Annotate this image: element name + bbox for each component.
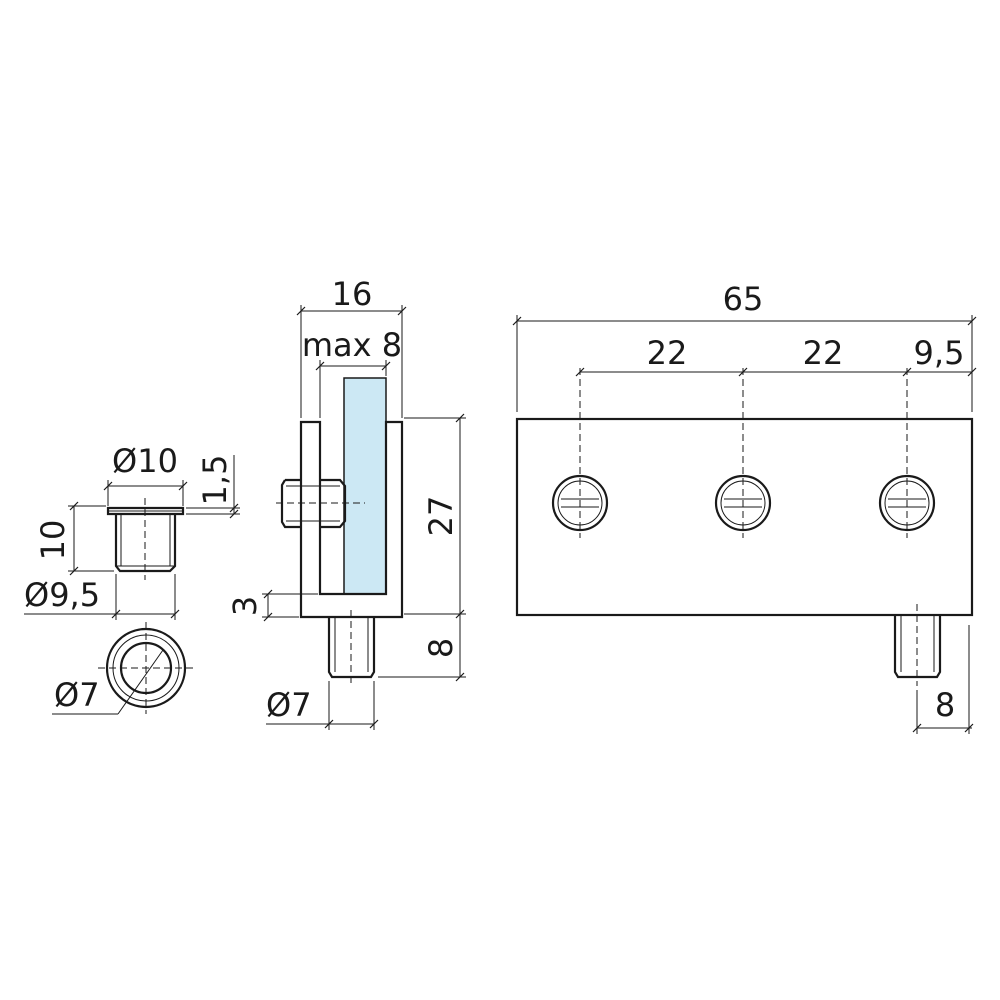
dim-bushing-outer-diameter: Ø10 bbox=[103, 442, 188, 506]
dim-bushing-flange-height: 1,5 bbox=[186, 455, 240, 519]
bushing-side-view bbox=[106, 498, 185, 580]
dim-base-offset: 3 bbox=[226, 589, 318, 622]
dim-hole-spacing: 22 22 9,5 bbox=[575, 334, 977, 377]
dim-side-width: 16 bbox=[296, 275, 407, 418]
clamp-side-view bbox=[276, 377, 404, 684]
label-bushing-outer-diameter: Ø10 bbox=[112, 442, 178, 480]
label-total-length: 65 bbox=[723, 280, 764, 318]
dim-bushing-bore-diameter: Ø7 bbox=[52, 649, 164, 715]
dim-side-pin-length: 8 bbox=[378, 614, 466, 682]
glass-panel bbox=[343, 377, 387, 595]
label-bushing-flange-height: 1,5 bbox=[196, 455, 234, 506]
dim-bushing-shank-diameter: Ø9,5 bbox=[24, 574, 180, 620]
dim-total-length: 65 bbox=[512, 280, 977, 412]
dim-glass-thickness: max 8 bbox=[302, 326, 402, 418]
label-side-pin-diameter: Ø7 bbox=[266, 686, 312, 724]
label-spacing-1: 22 bbox=[647, 334, 688, 372]
dim-side-pin-diameter: Ø7 bbox=[266, 681, 379, 730]
label-spacing-2: 22 bbox=[803, 334, 844, 372]
bushing-top-view bbox=[98, 622, 194, 714]
label-side-height: 27 bbox=[422, 496, 460, 537]
dim-front-pin-length: 8 bbox=[912, 625, 974, 734]
label-bushing-height: 10 bbox=[34, 520, 72, 561]
dim-side-height: 27 bbox=[404, 413, 466, 619]
label-front-pin-length: 8 bbox=[935, 686, 955, 724]
label-side-pin-length: 8 bbox=[422, 638, 460, 658]
label-base-offset: 3 bbox=[226, 596, 264, 616]
label-bushing-bore-diameter: Ø7 bbox=[54, 676, 100, 714]
label-side-width: 16 bbox=[332, 275, 373, 313]
label-edge-offset: 9,5 bbox=[914, 334, 965, 372]
clamp-front-view bbox=[515, 368, 974, 686]
dim-bushing-height: 10 bbox=[34, 501, 114, 576]
label-glass-thickness: max 8 bbox=[302, 326, 402, 364]
label-bushing-shank-diameter: Ø9,5 bbox=[24, 576, 100, 614]
